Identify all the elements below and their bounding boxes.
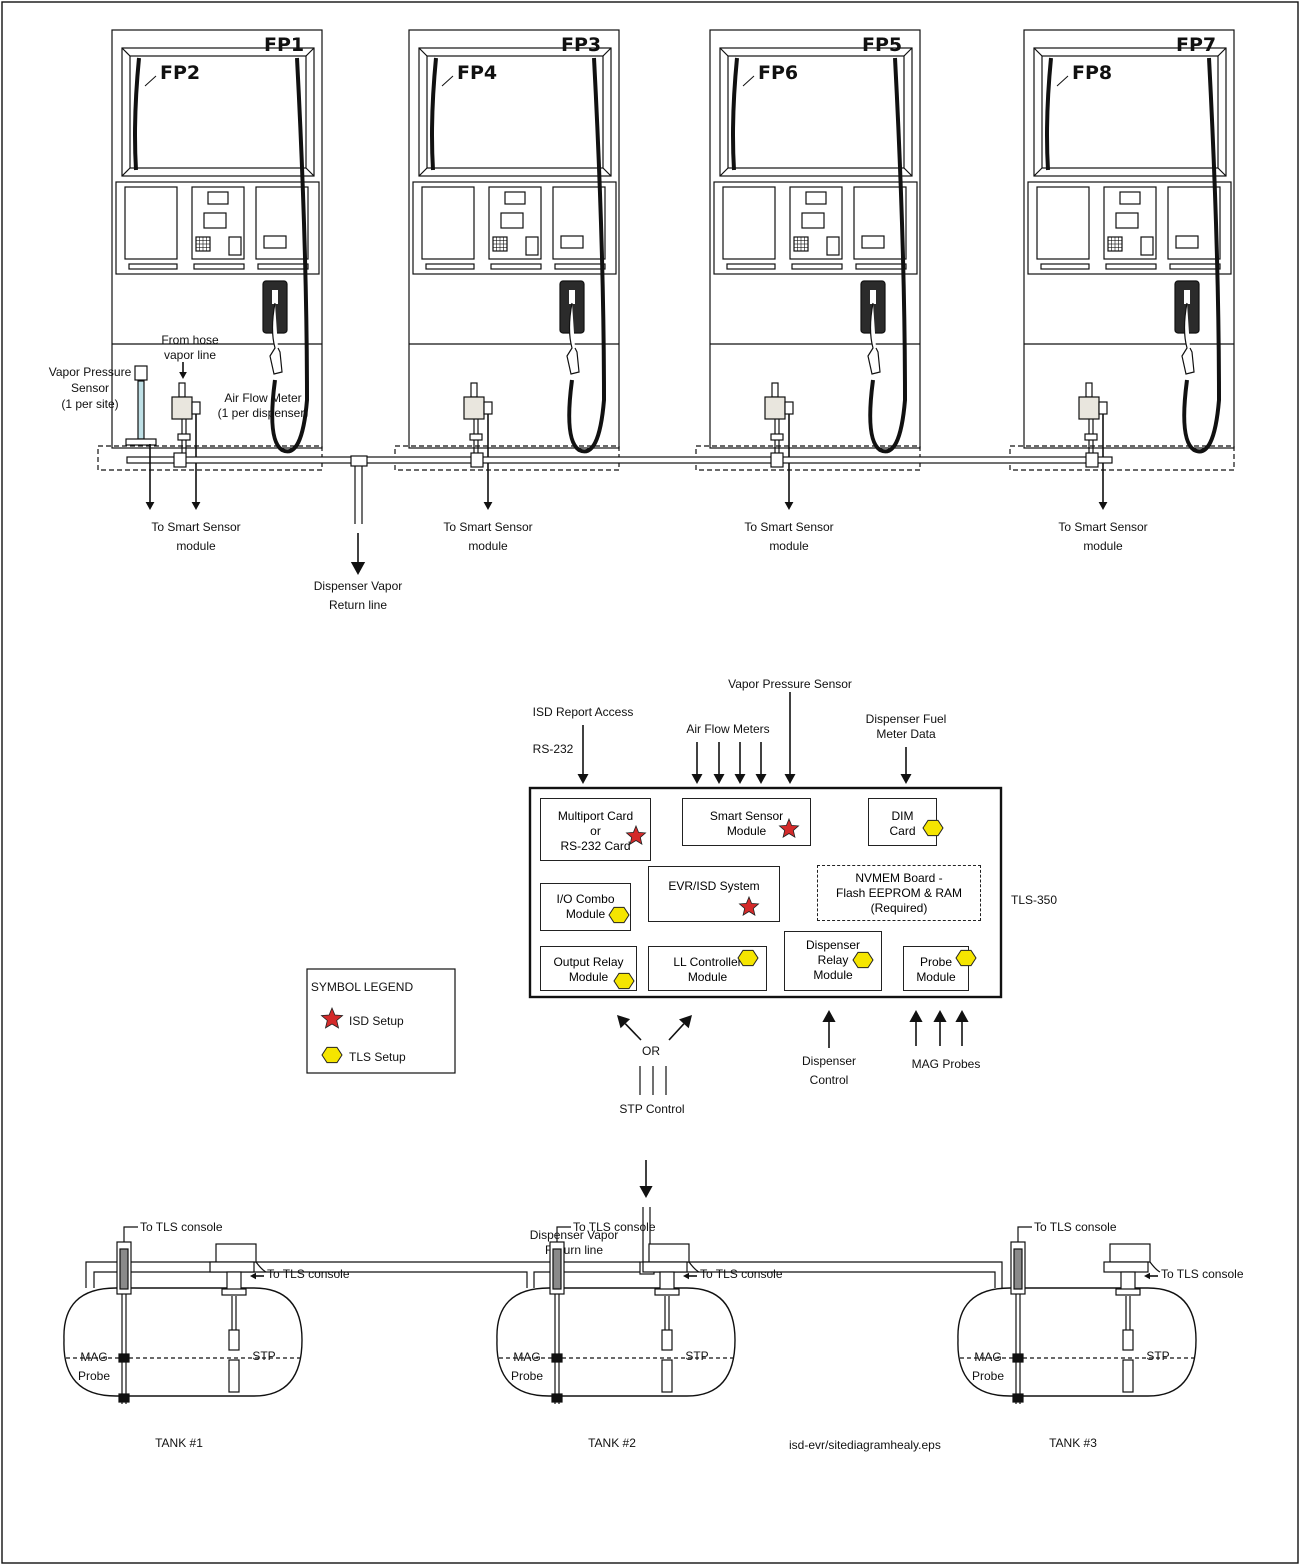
mag-probe-icon: [1011, 1227, 1032, 1404]
stp-icon: [210, 1244, 266, 1392]
mag-probe-icon: [550, 1227, 571, 1404]
probe-float: [119, 1354, 129, 1362]
probe-float: [119, 1394, 129, 1402]
stp-section: [229, 1330, 239, 1350]
probe-cable: [124, 1227, 138, 1242]
tls-hexagon-icon: [609, 907, 629, 922]
arrow-shaft: [669, 1024, 684, 1040]
arrow-head: [250, 1273, 256, 1280]
stp-motor: [1110, 1244, 1150, 1262]
tls-hexagon-icon: [614, 973, 634, 988]
stp-icon: [643, 1244, 699, 1392]
stp-pump: [662, 1360, 672, 1392]
tls-hexagon-icon: [923, 820, 943, 835]
stp-motor: [216, 1244, 256, 1262]
arrow-head: [909, 1010, 922, 1022]
stp-flange: [222, 1289, 246, 1295]
tank-shell: [497, 1288, 735, 1396]
probe-cable: [1018, 1227, 1032, 1242]
tank-3: [958, 1227, 1196, 1404]
stp-head: [1104, 1262, 1148, 1272]
stp-cable: [689, 1262, 699, 1272]
probe-float: [1013, 1394, 1023, 1402]
stp-cable: [1150, 1262, 1160, 1272]
legend-hexagon-icon: [322, 1047, 342, 1062]
legend-star-icon: [322, 1008, 343, 1028]
arrow-head: [933, 1010, 946, 1022]
tank-2: [497, 1227, 735, 1404]
arrow-head: [639, 1186, 652, 1198]
probe-float: [1013, 1354, 1023, 1362]
tls-hexagon-icon: [853, 952, 873, 967]
probe-float: [552, 1394, 562, 1402]
dispenser-control-arrow: [822, 1010, 835, 1048]
stp-head: [643, 1262, 687, 1272]
probe-cable: [557, 1227, 571, 1242]
stp-icon: [1104, 1244, 1160, 1392]
mag-probe-arrow: [955, 1010, 968, 1046]
stp-riser: [1121, 1272, 1135, 1290]
tls-hexagon-icon: [738, 950, 758, 965]
stp-cable-arrow: [250, 1273, 264, 1280]
stp-section: [1123, 1330, 1133, 1350]
probe-float: [552, 1354, 562, 1362]
mag-probe-arrow: [909, 1010, 922, 1046]
stp-flange: [655, 1289, 679, 1295]
stp-pump: [1123, 1360, 1133, 1392]
probe-window: [553, 1249, 561, 1289]
probe-window: [120, 1249, 128, 1289]
arrow-head: [683, 1273, 689, 1280]
stp-flange: [1116, 1289, 1140, 1295]
tank-vapor-return-arrow: [639, 1160, 652, 1198]
stp-riser: [660, 1272, 674, 1290]
tank-shell: [64, 1288, 302, 1396]
stp-section: [662, 1330, 672, 1350]
tank-1: [64, 1227, 302, 1404]
stp-control-arrow-left: [617, 1015, 641, 1040]
isd-star-icon: [740, 897, 759, 915]
stp-motor: [649, 1244, 689, 1262]
mag-probe-icon: [117, 1227, 138, 1404]
stp-pump: [229, 1360, 239, 1392]
stp-head: [210, 1262, 254, 1272]
stp-cable-arrow: [1144, 1273, 1158, 1280]
stp-cable: [256, 1262, 266, 1272]
isd-star-icon: [627, 826, 646, 844]
arrow-shaft: [625, 1024, 641, 1040]
tls-hexagon-icon: [956, 950, 976, 965]
isd-star-icon: [780, 819, 799, 837]
arrow-head: [822, 1010, 835, 1022]
arrow-head: [1144, 1273, 1150, 1280]
probe-window: [1014, 1249, 1022, 1289]
stp-control-arrow-right: [669, 1015, 692, 1040]
mag-probe-arrow: [933, 1010, 946, 1046]
stp-cable-arrow: [683, 1273, 697, 1280]
arrow-head: [955, 1010, 968, 1022]
tank-shell: [958, 1288, 1196, 1396]
stp-riser: [227, 1272, 241, 1290]
